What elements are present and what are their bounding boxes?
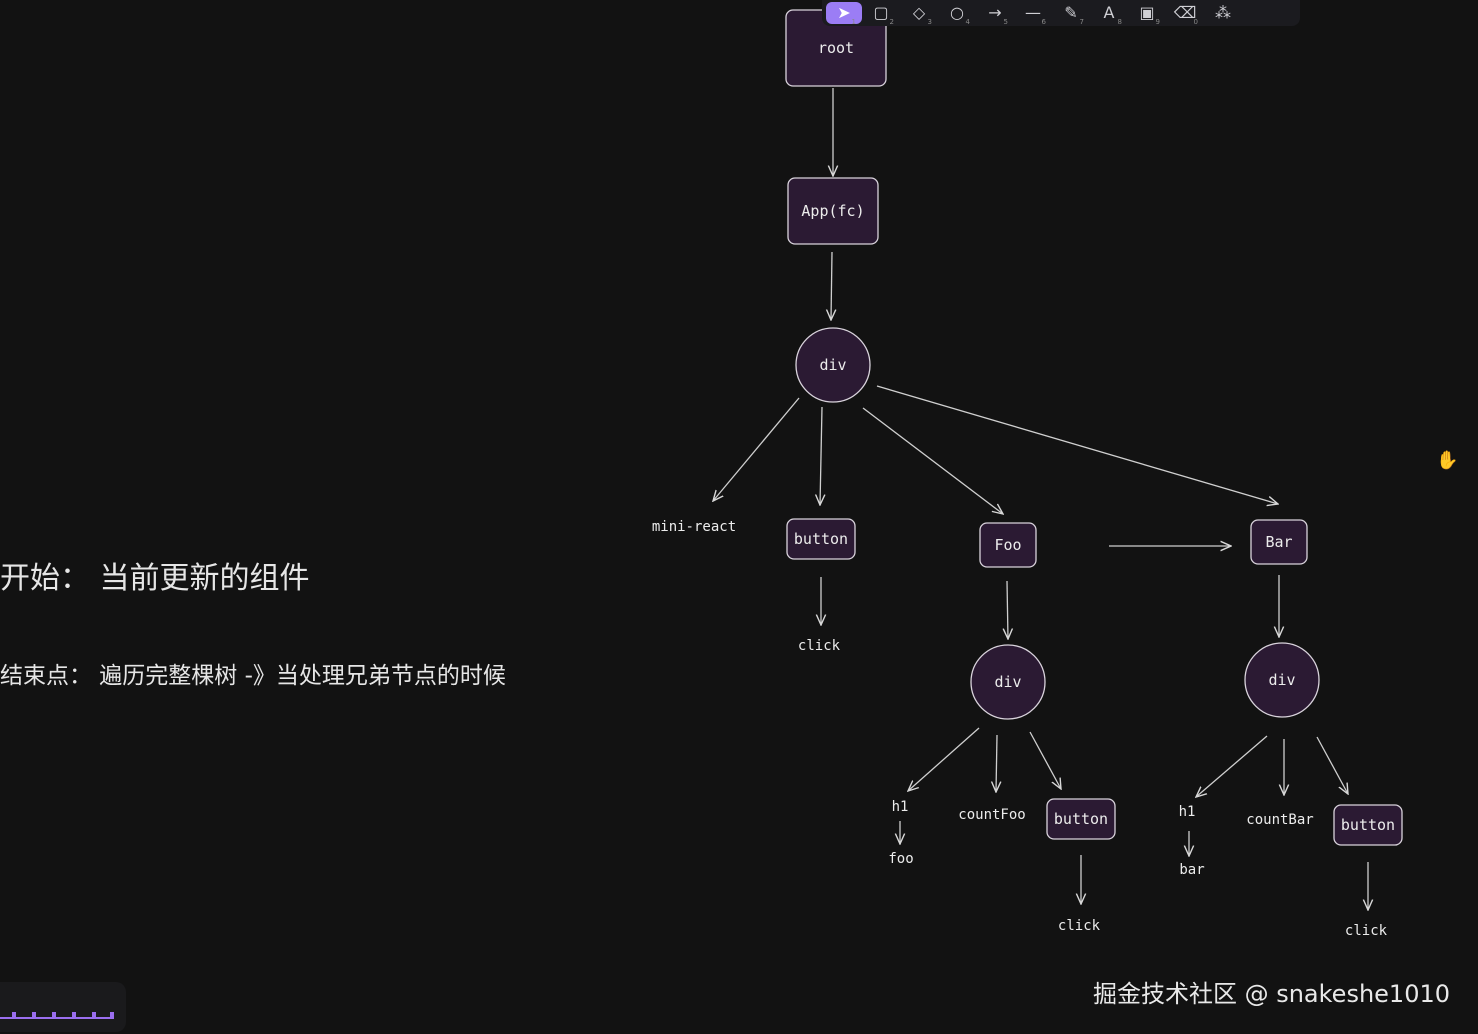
node-click2[interactable]: click [1058, 918, 1101, 934]
node-countBar[interactable]: countBar [1246, 812, 1313, 828]
tool-shortcut-number: 0 [1193, 18, 1198, 26]
library-icon[interactable]: ⁂ [1215, 3, 1231, 22]
node-box-bar [1250, 519, 1308, 565]
node-fooText[interactable]: foo [888, 851, 913, 867]
line-icon[interactable]: —6 [1025, 3, 1046, 26]
node-label-foo: Foo [994, 536, 1021, 554]
node-box-app [787, 177, 879, 245]
minimap-ruler-icon [0, 1012, 114, 1019]
eraser-icon[interactable]: ⌫0 [1173, 3, 1198, 26]
minimap-panel [0, 982, 126, 1032]
node-label-h1a: h1 [892, 799, 909, 815]
node-label-button3: button [1341, 816, 1395, 834]
watermark: 掘金技术社区 @ snakeshe1010 [1092, 980, 1450, 1008]
pointer-icon[interactable]: ➤1 [826, 2, 862, 26]
note-start-line: 开始： 当前更新的组件 [0, 561, 310, 596]
edge-foo-to-div2[interactable] [1007, 580, 1008, 639]
edge-div2-to-button2[interactable] [1029, 731, 1061, 789]
node-label-h1b: h1 [1179, 804, 1196, 820]
arrow-icon[interactable]: →5 [988, 3, 1008, 26]
tool-shortcut-number: 8 [1117, 18, 1122, 26]
edge-div1-to-bar[interactable] [876, 385, 1278, 504]
node-button3[interactable]: button [1333, 804, 1403, 846]
node-circle-div1 [795, 327, 871, 403]
tool-shortcut-number: 6 [1041, 18, 1046, 26]
edges-layer [713, 88, 1368, 910]
node-label-countFoo: countFoo [958, 807, 1025, 823]
node-countFoo[interactable]: countFoo [958, 807, 1025, 823]
edge-div3-to-button3[interactable] [1316, 736, 1348, 794]
node-div2[interactable]: div [970, 644, 1046, 720]
tool-shortcut-number: 3 [927, 18, 932, 26]
node-div3[interactable]: div [1244, 642, 1320, 718]
edge-app-to-div1[interactable] [831, 251, 832, 320]
node-circle-div3 [1244, 642, 1320, 718]
node-minireact[interactable]: mini-react [652, 519, 736, 535]
node-label-button2: button [1054, 810, 1108, 828]
tool-shortcut-number: 2 [889, 18, 894, 26]
ellipse-icon[interactable]: ○4 [950, 3, 970, 26]
node-barText[interactable]: bar [1179, 862, 1204, 878]
node-label-minireact: mini-react [652, 519, 736, 535]
tool-shortcut-number: 7 [1079, 18, 1084, 26]
pencil-icon[interactable]: ✎7 [1064, 3, 1084, 26]
node-bar[interactable]: Bar [1250, 519, 1308, 565]
node-label-click1: click [798, 638, 841, 654]
node-label-barText: bar [1179, 862, 1204, 878]
node-label-root: root [818, 39, 854, 57]
node-click3[interactable]: click [1345, 923, 1388, 939]
node-circle-div2 [970, 644, 1046, 720]
hand-cursor-icon: ✋ [1436, 450, 1459, 471]
node-h1b[interactable]: h1 [1179, 804, 1196, 820]
node-h1a[interactable]: h1 [892, 799, 909, 815]
node-box-button3 [1333, 804, 1403, 846]
node-label-div2: div [994, 673, 1021, 691]
node-box-button2 [1046, 798, 1116, 840]
node-click1[interactable]: click [798, 638, 841, 654]
node-label-click2: click [1058, 918, 1101, 934]
note-end-line: 结束点： 遍历完整棵树 -》当处理兄弟节点的时候 [0, 663, 506, 689]
tool-shortcut-number: 4 [965, 18, 970, 26]
node-label-div1: div [819, 356, 846, 374]
node-div1[interactable]: div [795, 327, 871, 403]
edge-div1-to-button1[interactable] [820, 406, 822, 505]
node-foo[interactable]: Foo [979, 522, 1037, 568]
node-label-fooText: foo [888, 851, 913, 867]
node-label-button1: button [794, 530, 848, 548]
node-root[interactable]: root [785, 9, 887, 87]
edge-div1-to-foo[interactable] [862, 407, 1003, 514]
node-label-click3: click [1345, 923, 1388, 939]
node-box-button1 [786, 518, 856, 560]
rectangle-icon[interactable]: ▢2 [873, 3, 894, 26]
node-box-foo [979, 522, 1037, 568]
edge-div2-to-countFoo[interactable] [996, 734, 997, 792]
tool-shortcut-number: 9 [1155, 18, 1160, 26]
edge-div1-to-minireact[interactable] [713, 397, 800, 501]
node-label-bar: Bar [1265, 533, 1292, 551]
tool-shortcut-number: 1 [851, 18, 856, 26]
node-button2[interactable]: button [1046, 798, 1116, 840]
node-button1[interactable]: button [786, 518, 856, 560]
diamond-icon[interactable]: ◇3 [912, 3, 932, 26]
image-icon[interactable]: ▣9 [1139, 3, 1160, 26]
edge-div2-to-h1a[interactable] [908, 727, 980, 791]
edge-div3-to-h1b[interactable] [1196, 735, 1268, 797]
node-label-countBar: countBar [1246, 812, 1313, 828]
tool-shortcut-number: 5 [1003, 18, 1008, 26]
node-app[interactable]: App(fc) [787, 177, 879, 245]
node-label-div3: div [1268, 671, 1295, 689]
node-label-app: App(fc) [801, 202, 864, 220]
